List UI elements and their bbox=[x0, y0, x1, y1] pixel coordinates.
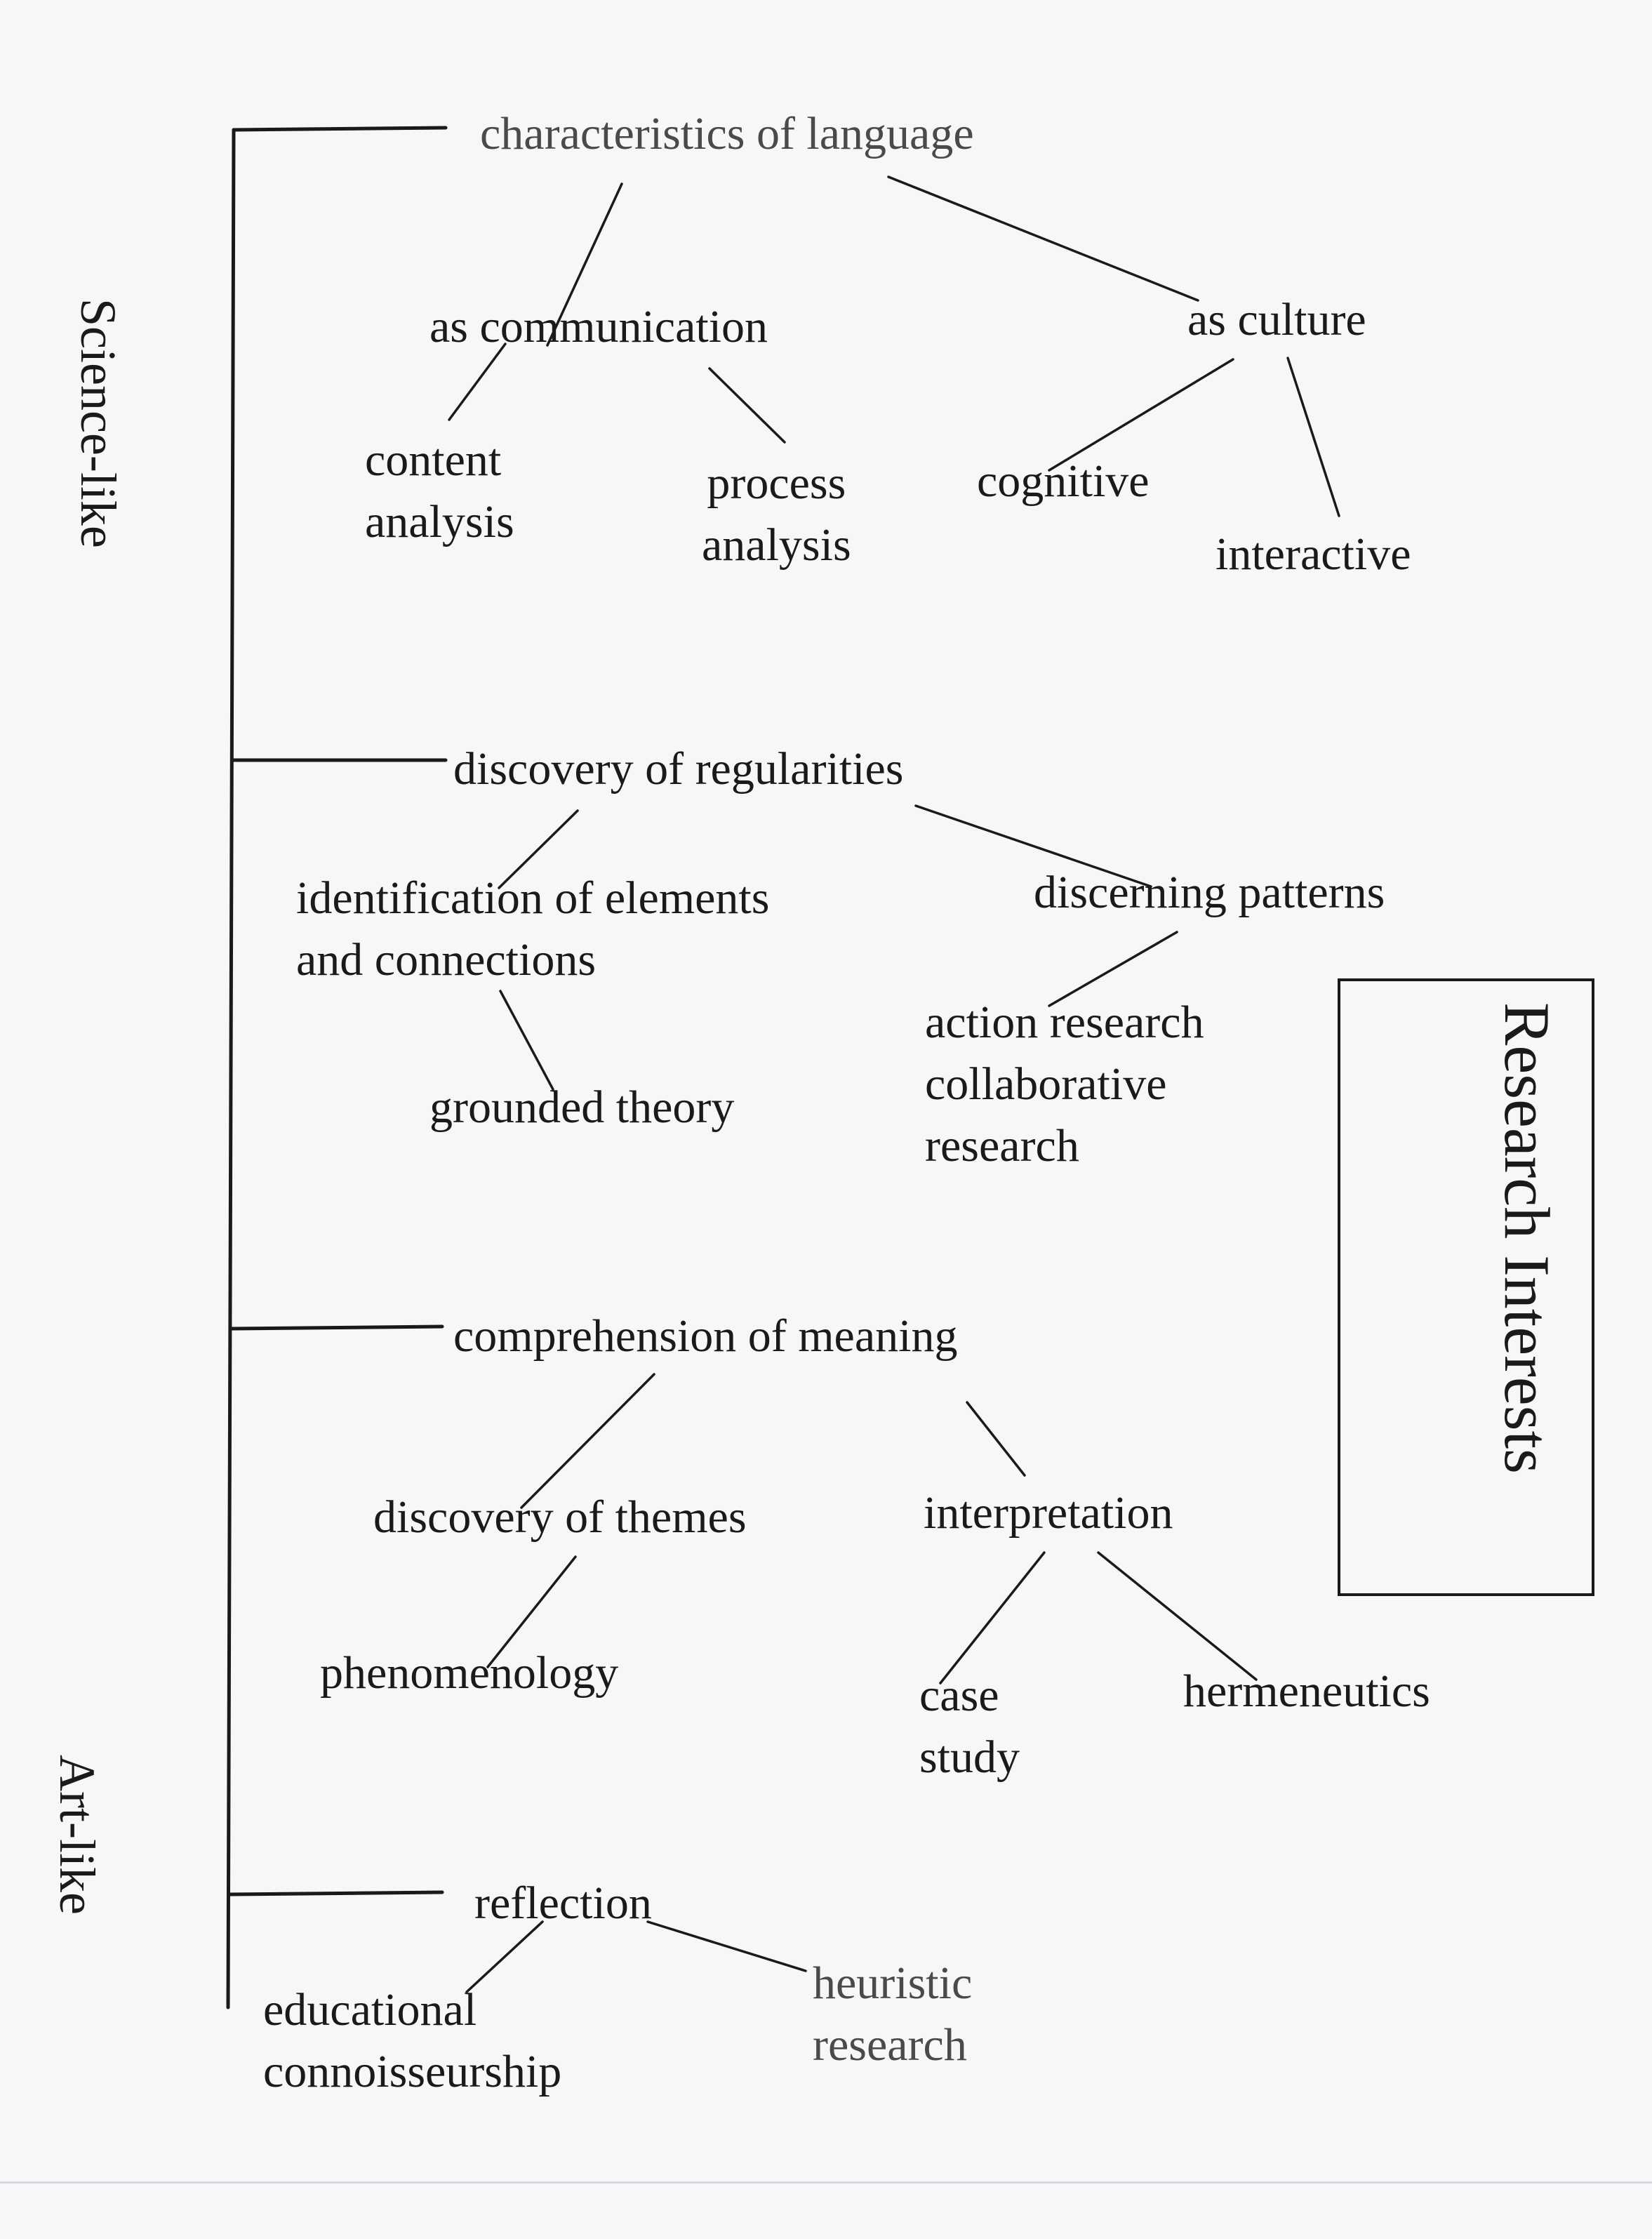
art-like-label: Art-like bbox=[49, 1755, 105, 1915]
axis-line bbox=[226, 128, 236, 2009]
node-heuristic-research: heuristic research bbox=[813, 1958, 973, 2071]
node-interpretation: interpretation bbox=[924, 1487, 1173, 1539]
node-discovery-of-themes: discovery of themes bbox=[373, 1491, 747, 1543]
edge-reflection-heuristic bbox=[646, 1920, 807, 1972]
node-discovery-of-regularities: discovery of regularities bbox=[453, 743, 904, 795]
edge-themes-phenomenology bbox=[486, 1555, 577, 1668]
diagram-title: Research Interests bbox=[1491, 1002, 1563, 1474]
branch-line-reflection bbox=[227, 1890, 444, 1896]
node-educational-connoisseurship: educational connoisseurship bbox=[263, 1984, 562, 2097]
node-action-research: action research collaborative research bbox=[925, 997, 1204, 1171]
node-cognitive: cognitive bbox=[977, 456, 1150, 507]
node-as-communication: as communication bbox=[429, 301, 768, 352]
edge-identification-grounded bbox=[499, 990, 554, 1091]
node-hermeneutics: hermeneutics bbox=[1183, 1666, 1430, 1717]
node-comprehension-of-meaning: comprehension of meaning bbox=[453, 1310, 958, 1362]
node-grounded-theory: grounded theory bbox=[429, 1082, 735, 1133]
node-characteristics-of-language: characteristics of language bbox=[480, 108, 974, 159]
scan-edge-line bbox=[0, 2181, 1652, 2184]
edge-patterns-action bbox=[1048, 931, 1178, 1007]
edge-culture-cognitive bbox=[1048, 358, 1234, 472]
node-interactive: interactive bbox=[1215, 529, 1411, 580]
node-as-culture: as culture bbox=[1187, 294, 1366, 345]
edge-interpretation-hermeneutics bbox=[1097, 1551, 1258, 1681]
node-reflection: reflection bbox=[474, 1878, 652, 1929]
science-like-label: Science-like bbox=[70, 298, 126, 548]
node-case-study: case study bbox=[919, 1670, 1020, 1783]
edge-interpretation-case bbox=[939, 1551, 1046, 1685]
edge-regularities-patterns bbox=[914, 804, 1152, 888]
edge-meaning-interpretation bbox=[966, 1401, 1026, 1477]
edge-culture-interactive bbox=[1286, 357, 1340, 517]
branch-line-language bbox=[232, 126, 448, 132]
edge-meaning-themes bbox=[520, 1373, 655, 1509]
edge-language-communication bbox=[546, 182, 623, 347]
edge-language-culture bbox=[887, 175, 1199, 302]
node-discerning-patterns: discerning patterns bbox=[1034, 867, 1385, 918]
edge-communication-content bbox=[448, 343, 507, 421]
edge-regularities-identification bbox=[498, 809, 579, 889]
node-content-analysis: content analysis bbox=[365, 434, 514, 547]
node-identification-of-elements: identification of elements and connectio… bbox=[296, 872, 770, 985]
edge-communication-process bbox=[708, 367, 786, 444]
edge-reflection-connoisseurship bbox=[465, 1920, 544, 1993]
title-box: Research Interests bbox=[1338, 978, 1594, 1596]
node-phenomenology: phenomenology bbox=[320, 1647, 619, 1699]
branch-line-meaning bbox=[229, 1324, 444, 1331]
node-process-analysis: process analysis bbox=[702, 458, 851, 571]
